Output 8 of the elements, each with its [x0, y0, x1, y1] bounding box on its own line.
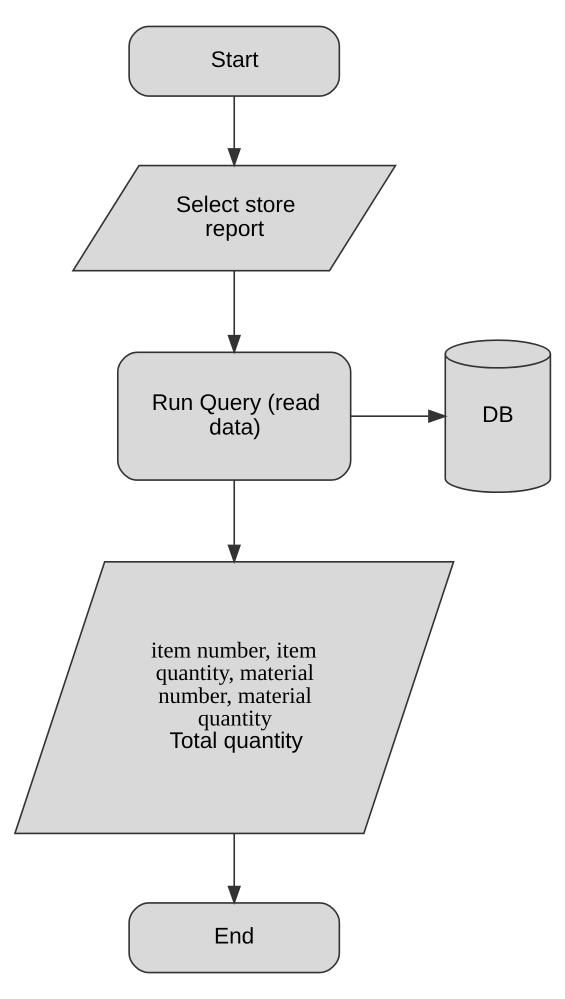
node-box: End — [128, 902, 340, 974]
node-box: Run Query (read data) — [116, 352, 352, 481]
arrow — [227, 96, 242, 168]
node-box: Start — [128, 26, 340, 97]
arrow — [227, 270, 242, 354]
arrow — [227, 480, 242, 564]
arrow — [227, 834, 242, 906]
arrow — [351, 409, 448, 424]
